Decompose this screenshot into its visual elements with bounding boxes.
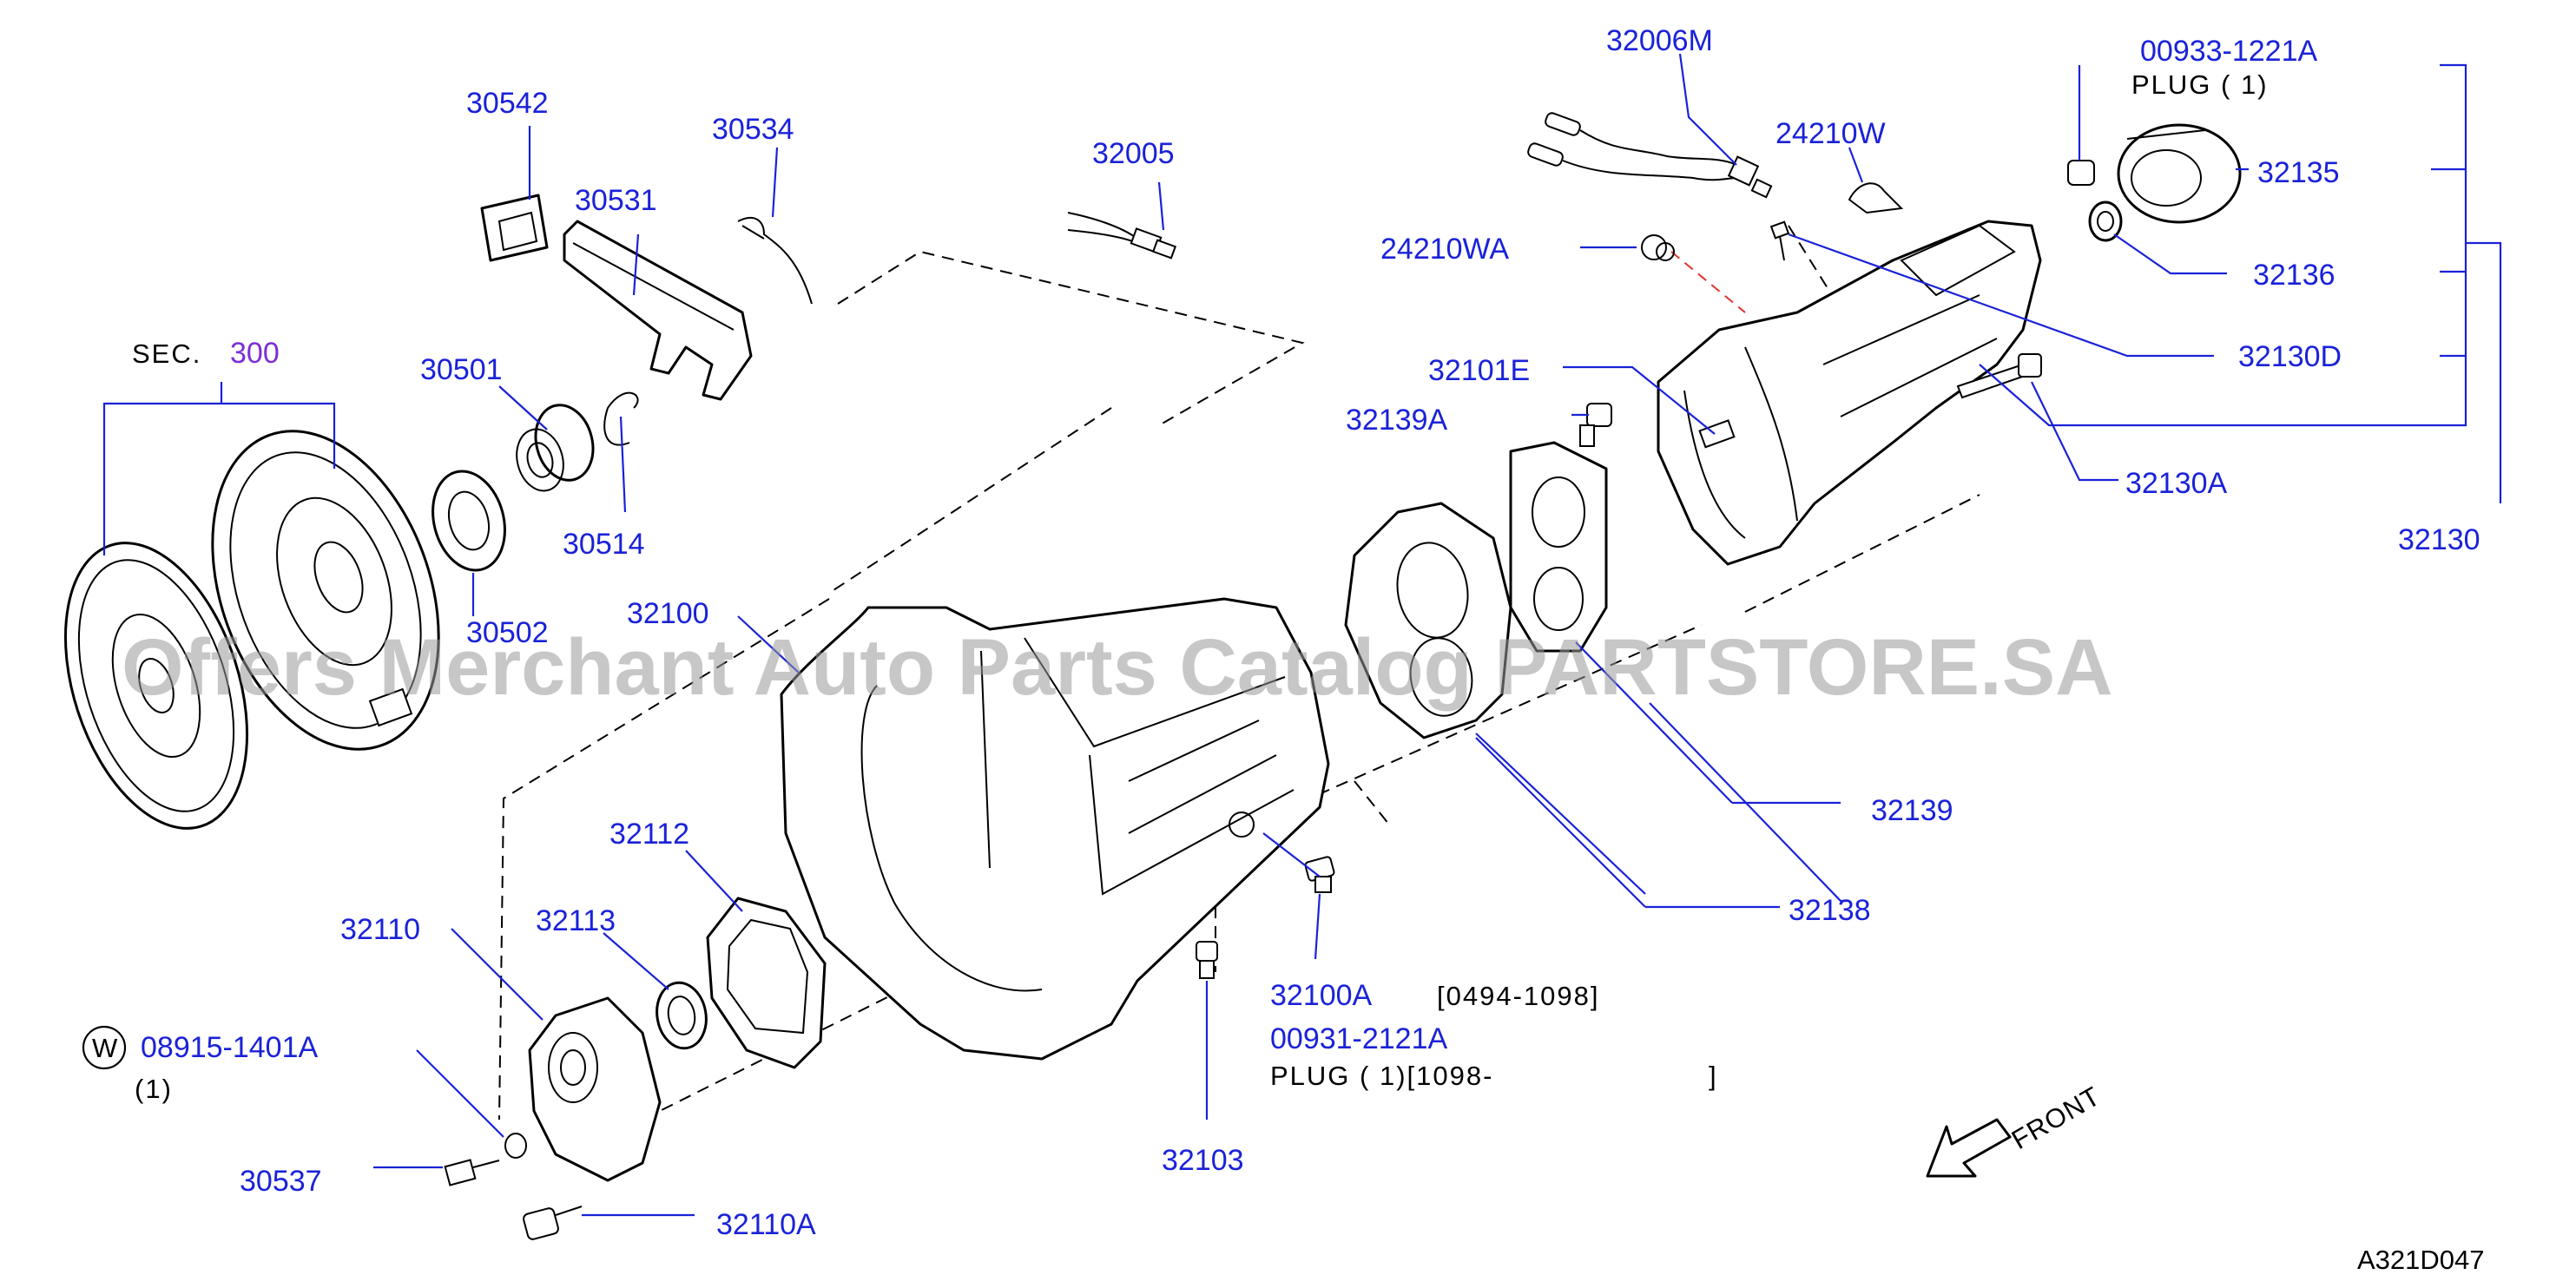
- release-fork-part: [563, 220, 753, 401]
- rear-extension-part: [1657, 220, 2042, 566]
- note-00933-1221a: PLUG ( 1): [2131, 69, 2269, 100]
- range-32100a: [0494-1098]: [1437, 981, 1599, 1011]
- label-32110a[interactable]: 32110A: [716, 1208, 816, 1241]
- diagram-code: A321D047: [2357, 1245, 2485, 1275]
- adapter-plate-part: [1344, 502, 1512, 739]
- transmission-case-part: [780, 597, 1330, 1061]
- front-label: FRONT: [2006, 1081, 2105, 1155]
- label-32110[interactable]: 32110: [340, 913, 420, 946]
- speed-sensor-harness-part: [1527, 112, 1773, 199]
- label-24210wa[interactable]: 24210WA: [1380, 233, 1509, 266]
- label-00931-2121a[interactable]: 00931-2121A: [1270, 1022, 1448, 1055]
- label-32139[interactable]: 32139: [1871, 794, 1953, 827]
- leader-lines: [102, 53, 2502, 1217]
- bolt-32110a-part: [523, 1206, 583, 1240]
- label-30501[interactable]: 30501: [420, 353, 503, 386]
- section-number[interactable]: 300: [230, 337, 280, 370]
- harness-clip-part: [1641, 234, 1675, 261]
- washer-symbol-icon: [82, 1025, 127, 1070]
- dust-cover-32135-part: [2117, 123, 2242, 224]
- reverse-switch-part: [1067, 212, 1177, 260]
- clutch-disc-part: [63, 542, 249, 830]
- retaining-clip-part: [603, 391, 639, 446]
- note-end-00931-2121a: ]: [1709, 1061, 1718, 1091]
- label-24210w[interactable]: 24210W: [1776, 117, 1886, 150]
- gasket-plate-part: [1509, 441, 1608, 653]
- label-08915-1401a[interactable]: 08915-1401A: [141, 1031, 319, 1064]
- oil-seal-32136-part: [2088, 200, 2123, 242]
- label-30534[interactable]: 30534: [712, 113, 794, 146]
- note-00931-2121a: PLUG ( 1)[1098-: [1270, 1061, 1493, 1091]
- label-30502[interactable]: 30502: [466, 616, 549, 649]
- label-30531[interactable]: 30531: [575, 184, 657, 217]
- label-32138[interactable]: 32138: [1789, 894, 1871, 927]
- label-00933-1221a[interactable]: 00933-1221A: [2140, 35, 2318, 68]
- label-32113[interactable]: 32113: [536, 904, 616, 937]
- pin-32130d-part: [1769, 220, 1790, 261]
- washer-bolt-30537-part: [444, 1133, 527, 1186]
- label-32006m[interactable]: 32006M: [1606, 24, 1713, 57]
- washer-symbol: W: [92, 1033, 118, 1063]
- label-32130[interactable]: 32130: [2398, 523, 2480, 556]
- clutch-cover-part: [211, 430, 440, 751]
- watermark-text: Offers Merchant Auto Parts Catalog PARTS…: [122, 623, 2113, 712]
- harness-clamp-part: [1848, 182, 1904, 214]
- retainer-spring-part: [737, 217, 813, 305]
- release-bearing-part: [432, 470, 506, 572]
- label-32135[interactable]: 32135: [2257, 156, 2340, 189]
- label-30514[interactable]: 30514: [563, 528, 645, 561]
- label-32005[interactable]: 32005: [1092, 137, 1175, 170]
- gasket-32112-part: [706, 897, 827, 1069]
- label-30537[interactable]: 30537: [240, 1165, 322, 1198]
- label-32112[interactable]: 32112: [609, 818, 689, 851]
- label-32136[interactable]: 32136: [2253, 259, 2336, 292]
- part-labels: 30542 30534 30531 32005 30501 30514 3050…: [82, 24, 2485, 1275]
- label-32130a[interactable]: 32130A: [2125, 467, 2228, 500]
- plug-00933-part: [2067, 160, 2095, 186]
- front-cover-part: [528, 996, 662, 1182]
- label-32100a[interactable]: 32100A: [1270, 979, 1373, 1012]
- assembly-dashed-lines: [498, 225, 1980, 1147]
- bolt-32130a-part: [1956, 353, 2042, 399]
- label-32139a[interactable]: 32139A: [1346, 404, 1448, 437]
- label-32103[interactable]: 32103: [1162, 1144, 1244, 1177]
- bearing-sleeve-part: [516, 404, 595, 492]
- label-32101e[interactable]: 32101E: [1428, 354, 1530, 387]
- bolt-32139a-part: [1579, 403, 1612, 447]
- drain-plug-32103-part: [1196, 941, 1218, 979]
- section-prefix: SEC.: [132, 338, 201, 369]
- front-arrow-icon: [1926, 1118, 2012, 1178]
- qty-08915-1401a: (1): [135, 1074, 173, 1104]
- label-32130d[interactable]: 32130D: [2238, 340, 2342, 373]
- label-32100[interactable]: 32100: [627, 597, 709, 630]
- label-30542[interactable]: 30542: [466, 87, 549, 120]
- filler-plug-32100a-part: [1304, 856, 1335, 893]
- dust-boot-part: [480, 194, 549, 262]
- oil-seal-32113-part: [656, 981, 708, 1050]
